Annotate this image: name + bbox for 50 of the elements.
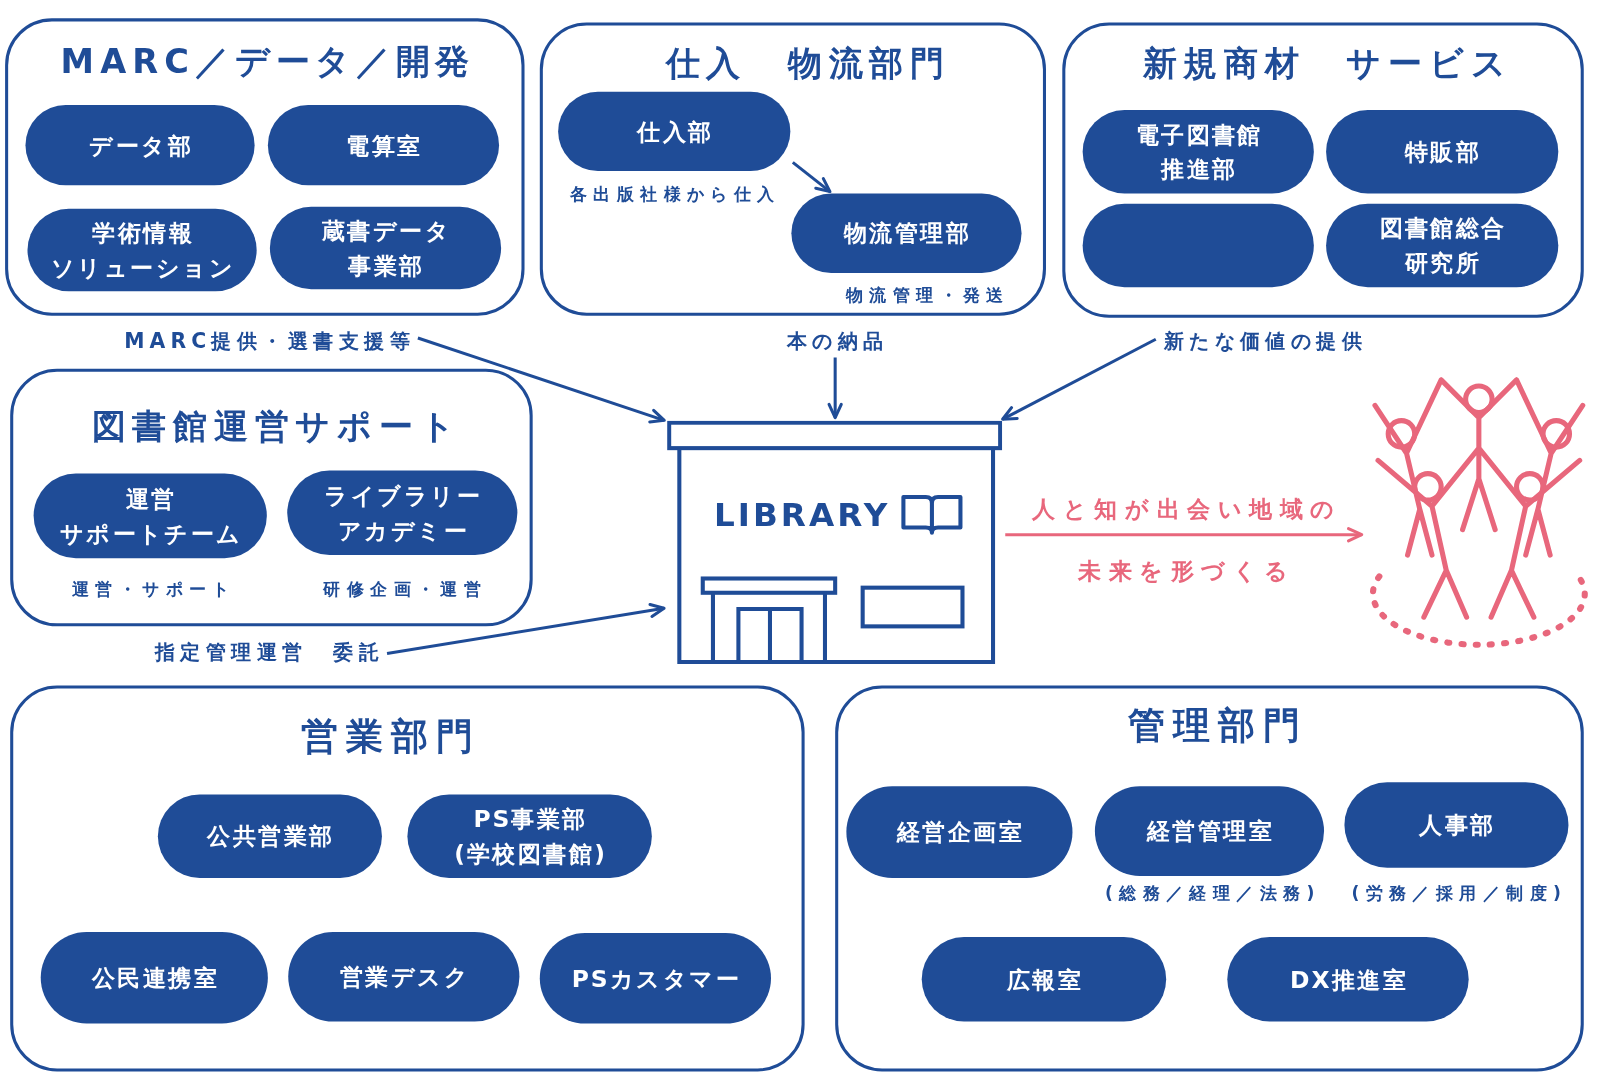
flow-label: 本の納品	[781, 327, 889, 355]
department-pill: 人事部	[1344, 782, 1569, 868]
department-pill: ライブラリーアカデミー	[287, 470, 518, 556]
department-pill: 仕入部	[558, 91, 791, 172]
department-pill: 広報室	[921, 937, 1167, 1022]
flow-label: MARC提供・選書支援等	[119, 327, 415, 355]
node-label: (総務／経理／法務)	[1104, 882, 1321, 905]
group-panel	[5, 18, 525, 316]
department-pill: データ部	[25, 104, 255, 186]
group-panel	[1062, 22, 1584, 318]
arrow	[791, 161, 832, 194]
department-pill: PSカスタマー	[539, 932, 771, 1024]
panel-title: 営業部門	[300, 713, 481, 759]
group-panel	[10, 685, 805, 1072]
group-panel	[10, 368, 533, 627]
department-pill: 蔵書データ事業部	[269, 206, 502, 290]
department-pill: 公民連携室	[40, 931, 268, 1024]
panel-title: MARC／データ／開発	[59, 40, 476, 83]
department-pill: 電子図書館推進部	[1082, 110, 1314, 194]
panel-title: 図書館運営サポート	[90, 404, 462, 447]
arrow	[386, 602, 666, 655]
flow-label: 指定管理運営 委託	[149, 638, 384, 666]
department-pill: 経営企画室	[846, 786, 1073, 878]
department-pill: 営業デスク	[288, 931, 520, 1022]
node-label: 運営・サポート	[70, 577, 236, 600]
department-pill: DX推進室	[1227, 937, 1469, 1022]
panel-title: 新規商材 サービス	[1141, 42, 1513, 85]
node-label: 研修企画・運営	[322, 577, 488, 600]
panel-title: 仕入 物流部門	[664, 42, 951, 85]
department-pill: 図書館総合研究所	[1326, 203, 1559, 288]
department-pill: 特販部	[1326, 110, 1559, 194]
flow-label: 新たな価値の提供	[1158, 327, 1368, 355]
node-label: (労務／採用／制度)	[1350, 882, 1567, 905]
arrow	[1005, 527, 1364, 543]
department-pill: 電算室	[267, 104, 500, 186]
department-pill: 物流管理部	[791, 193, 1022, 273]
department-pill: 公共営業部	[157, 794, 382, 878]
group-panel	[835, 685, 1584, 1072]
department-pill: 運営サポートチーム	[33, 473, 267, 559]
group-panel	[539, 22, 1046, 316]
edge-label: 人と知が出会い地域の未来を形づくる	[1031, 495, 1342, 586]
panel-title: 管理部門	[1127, 703, 1308, 749]
department-pill: PS事業部(学校図書館)	[407, 794, 652, 878]
arrow	[417, 336, 666, 424]
department-pill: 経営管理室	[1094, 786, 1325, 876]
node-label: 各出版社様から仕入	[568, 182, 781, 205]
node-label: 物流管理・発送	[844, 284, 1010, 307]
department-pill: 学術情報ソリューション	[27, 208, 257, 292]
building-sign: LIBRARY	[712, 495, 891, 535]
arrow	[827, 357, 843, 420]
